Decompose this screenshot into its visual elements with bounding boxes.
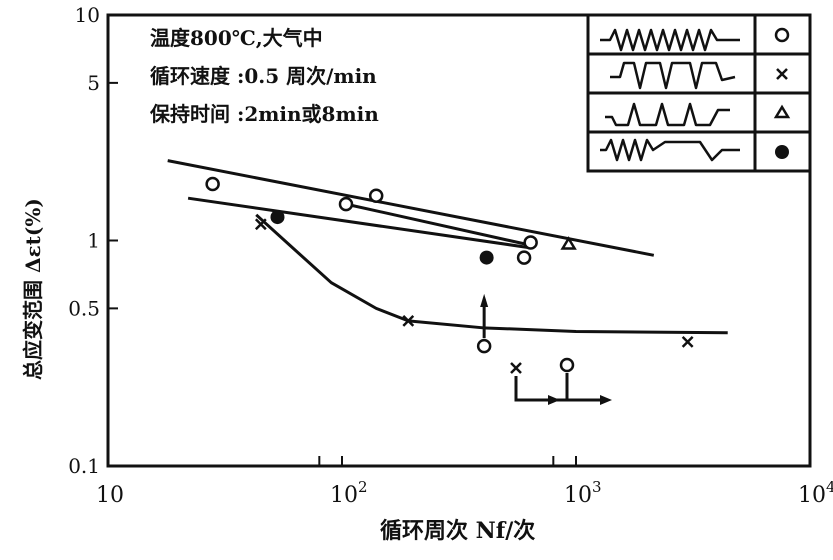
x-tick-label: 104 xyxy=(798,478,833,508)
data-point-o xyxy=(523,235,538,250)
fit-lines xyxy=(167,159,728,335)
x-tick-exponent: 4 xyxy=(826,478,833,496)
data-point-filled xyxy=(270,210,285,225)
data-point-triangle xyxy=(560,236,577,250)
fit-line-filled-line xyxy=(187,196,530,250)
y-tick-label: 5 xyxy=(87,71,100,95)
y-axis-label: 总应变范围 Δεt(%) xyxy=(21,198,45,380)
data-point-o xyxy=(205,176,220,192)
runout-arrows xyxy=(514,373,608,402)
data-point-o xyxy=(338,196,354,212)
legend-marker-o xyxy=(774,27,790,43)
y-tick-label: 1 xyxy=(87,229,100,253)
legend xyxy=(586,13,812,173)
fit-line-x-curve xyxy=(255,213,728,335)
x-tick-label: 10 xyxy=(96,483,124,508)
x-tick-exponent: 2 xyxy=(358,478,368,496)
legend-marker-filled-circle xyxy=(775,145,789,159)
arrow-marker-x xyxy=(510,362,522,374)
x-tick-label: 102 xyxy=(330,478,368,508)
arrow-marker-o xyxy=(559,357,575,373)
data-point-o xyxy=(368,188,384,203)
data-point-filled xyxy=(479,250,494,265)
annotation-2: 循环速度 :0.5 周次/min xyxy=(150,64,377,88)
data-point-o xyxy=(516,250,532,265)
data-point-x xyxy=(402,315,415,327)
legend-waveform-4 xyxy=(600,138,740,162)
up-arrow-head xyxy=(480,293,489,308)
data-point-x xyxy=(254,218,267,231)
data-point-o xyxy=(476,338,492,354)
legend-marker-x xyxy=(776,68,788,80)
legend-waveform-3 xyxy=(605,102,730,127)
fit-line-o-line-2 xyxy=(345,202,528,246)
data-points xyxy=(205,176,694,405)
legend-waveform-2 xyxy=(610,61,736,90)
x-tick-label: 103 xyxy=(564,478,602,508)
legend-marker-triangle xyxy=(773,104,791,119)
y-tick-label: 10 xyxy=(75,3,100,27)
fit-line-o-line xyxy=(167,159,655,257)
x-axis-label: 循环周次 Nf/次 xyxy=(380,518,535,544)
y-tick-label: 0.1 xyxy=(68,454,100,478)
data-point-x xyxy=(681,336,694,348)
y-tick-label: 0.5 xyxy=(68,296,100,320)
annotation-3: 保持时间 :2min或8min xyxy=(149,102,379,126)
legend-waveform-1 xyxy=(600,28,740,52)
x-tick-exponent: 3 xyxy=(592,478,602,496)
annotation-1: 温度800℃,大气中 xyxy=(150,26,323,50)
